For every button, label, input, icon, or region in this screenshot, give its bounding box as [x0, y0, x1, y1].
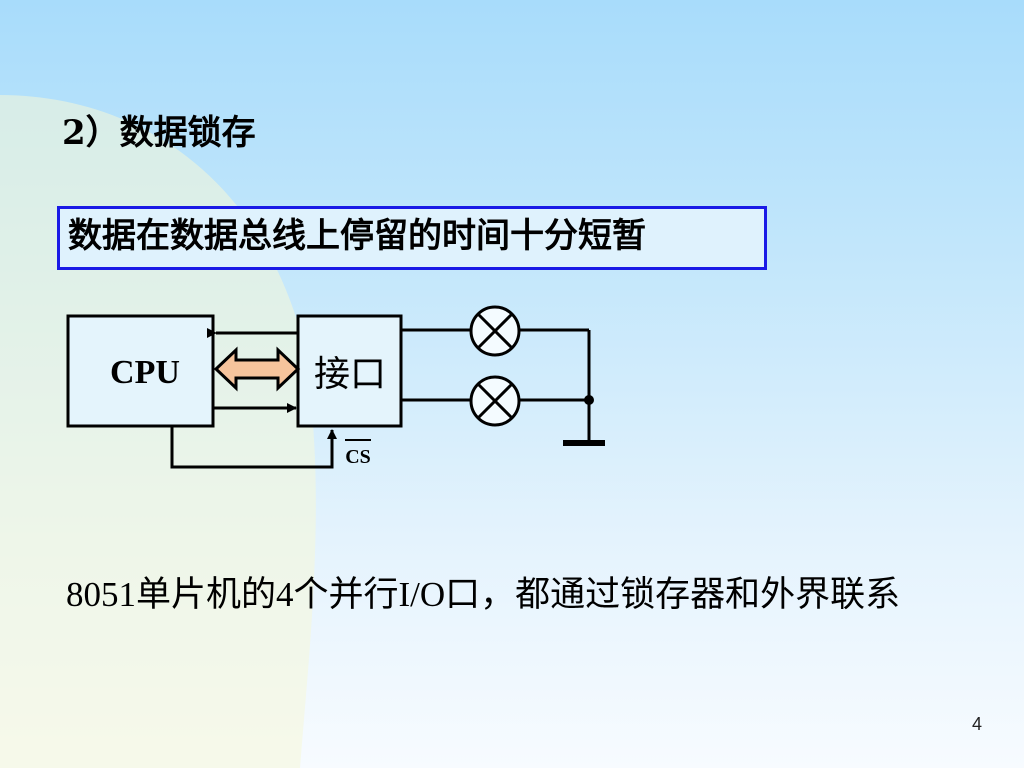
highlight-text: 数据在数据总线上停留的时间十分短暂	[68, 216, 646, 256]
cpu-box	[66, 314, 215, 428]
cpu-label: CPU	[110, 354, 180, 391]
page-number: 4	[972, 714, 983, 734]
lamp-1	[469, 305, 521, 357]
junction-dot	[584, 395, 594, 405]
cs-label: CS	[345, 446, 371, 468]
data-bus-arrow	[213, 346, 301, 392]
highlight-box	[57, 206, 767, 270]
interface-label: 接口	[314, 354, 386, 395]
bottom-text: 8051单片机的4个并行I/O口，都通过锁存器和外界联系	[66, 575, 901, 614]
cs-line	[170, 426, 337, 469]
lamp-2	[469, 375, 521, 427]
section-title: 2）数据锁存	[62, 113, 256, 153]
